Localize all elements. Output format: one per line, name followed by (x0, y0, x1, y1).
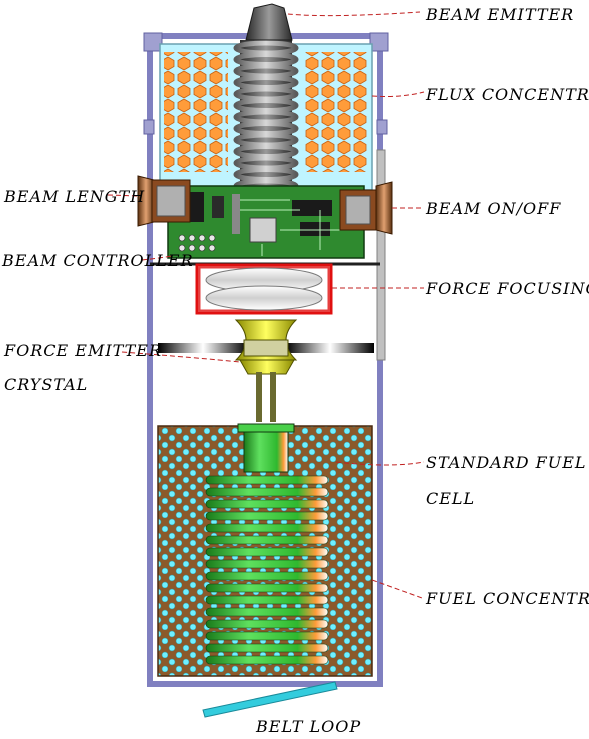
fuel-cell-fin (205, 523, 329, 533)
label-force-emitter-line2: CRYSTAL (4, 375, 88, 394)
fuel-cell-fin (205, 643, 329, 653)
force-emitter-crystal (158, 319, 374, 422)
fuel-cell-fin (205, 559, 329, 569)
fuel-cell-fin (205, 655, 329, 665)
beam-length-knob (137, 175, 191, 227)
force-focusing (195, 263, 333, 315)
standard-fuel-cell (205, 423, 329, 665)
labels: BEAM EMITTER FLUX CONCENTRATOR BEAM LENG… (1, 5, 589, 736)
fuel-cell-fin (205, 631, 329, 641)
fuel-cell-fin (205, 499, 329, 509)
label-force-emitter-line1: FORCE EMITTER (3, 341, 162, 360)
label-fuel-concentrator: FUEL CONCENTRATOR (425, 589, 589, 608)
label-standard-fuel-cell-line1: STANDARD FUEL (426, 453, 587, 472)
fuel-cell-fin (205, 535, 329, 545)
fuel-cell-fin (205, 475, 329, 485)
fuel-cell-fin (205, 607, 329, 617)
label-beam-length: BEAM LENGTH (3, 187, 145, 206)
label-beam-emitter: BEAM EMITTER (425, 5, 574, 24)
fuel-cell-fin (205, 595, 329, 605)
fuel-cell-fin (205, 583, 329, 593)
fuel-cell-fin (205, 511, 329, 521)
fuel-cell-fin (205, 487, 329, 497)
label-standard-fuel-cell-line2: CELL (426, 489, 475, 508)
leader-lines (107, 11, 425, 599)
fuel-cell-fin (205, 547, 329, 557)
label-force-focusing: FORCE FOCUSING (425, 279, 589, 298)
fuel-cell-fin (205, 571, 329, 581)
belt-loop (202, 681, 338, 718)
label-beam-on-off: BEAM ON/OFF (425, 199, 561, 218)
label-belt-loop: BELT LOOP (255, 717, 361, 736)
label-flux-concentrator: FLUX CONCENTRATOR (425, 85, 589, 104)
beam-on-off-switch (339, 181, 393, 235)
fuel-cell-fin (205, 619, 329, 629)
label-beam-controller: BEAM CONTROLLER (1, 251, 194, 270)
